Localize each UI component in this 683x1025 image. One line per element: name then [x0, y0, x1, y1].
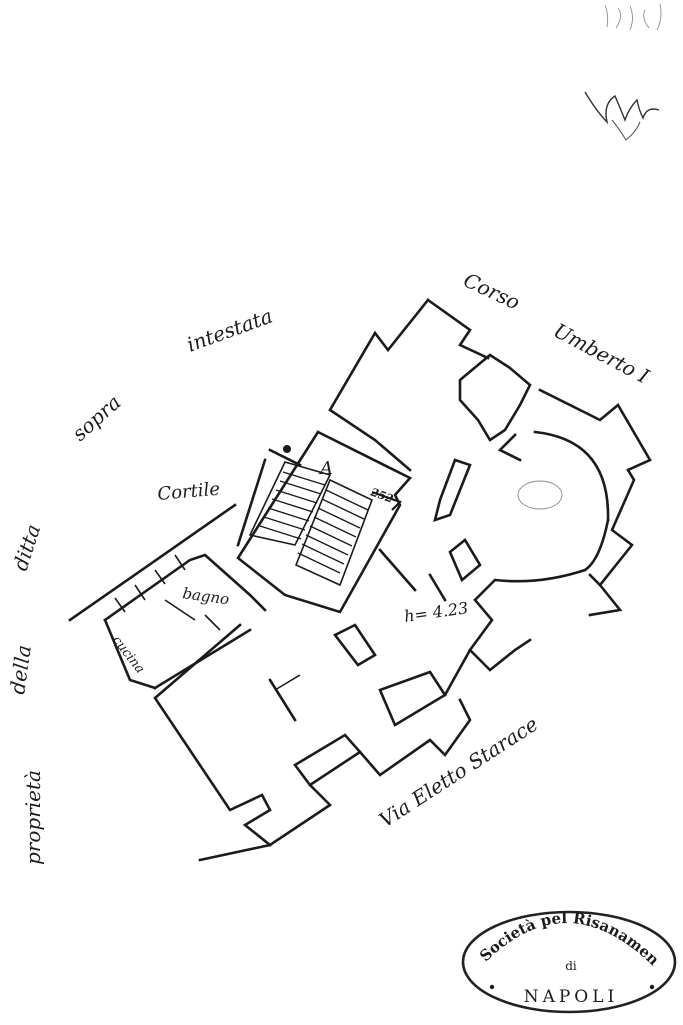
stamp-line-2: di [565, 959, 577, 973]
svg-text:Società pel Risanamento: Società pel Risanamento [0, 0, 663, 969]
stamp-line-1: Società pel Risanamento [0, 0, 663, 969]
rotunda-mark [517, 480, 563, 510]
stair-number: 252 [368, 485, 395, 506]
owner-label-proprieta: proprietà [21, 770, 45, 865]
height-label: h= 4.23 [403, 598, 469, 626]
owner-label-intestata: intestata [184, 304, 276, 357]
owner-label-ditta: ditta [8, 521, 45, 573]
bathroom-label: bagno [181, 584, 230, 608]
street-label-umberto: Umberto I [550, 318, 654, 389]
stamp-line-3: NAPOLI [524, 987, 619, 1007]
building-walls [68, 298, 652, 862]
owner-label-sopra: sopra [67, 390, 125, 446]
signature-mark [584, 3, 662, 141]
courtyard-label: Cortile [157, 479, 221, 505]
street-label-starace: Via Eletto Starace [375, 712, 543, 832]
street-label-corso: Corso [460, 268, 524, 315]
staircase [236, 430, 413, 614]
stair-letter: A [318, 458, 333, 479]
owner-label-della: della [5, 643, 36, 695]
arrow-icon [371, 490, 403, 511]
reference-dot [283, 445, 291, 453]
kitchen-label: cucina [109, 633, 147, 676]
